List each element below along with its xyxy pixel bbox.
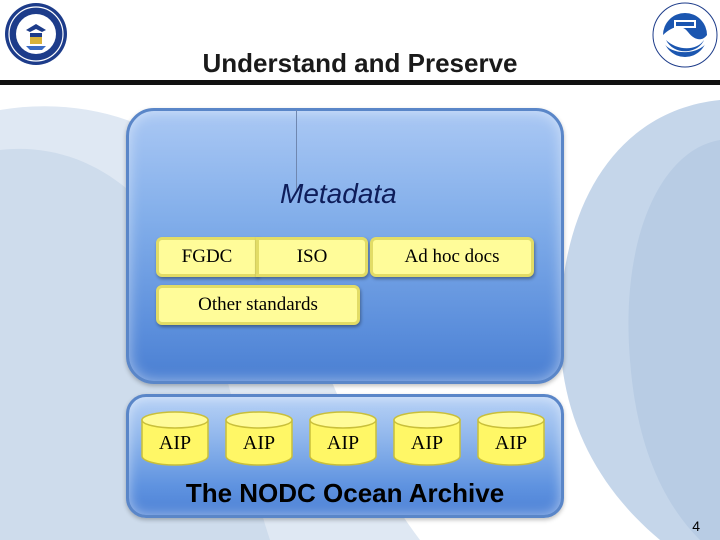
tag-fgdc: FGDC	[156, 237, 258, 277]
aip-cylinder-3: AIP	[308, 410, 378, 466]
aip-label: AIP	[242, 432, 276, 454]
tag-other-standards: Other standards	[156, 285, 360, 325]
cylinder-icon	[141, 411, 209, 466]
noaa-logo-icon	[652, 2, 718, 68]
aip-cylinder-5: AIP	[476, 410, 546, 466]
department-of-commerce-seal-icon	[5, 3, 67, 65]
page-title: Understand and Preserve	[202, 48, 518, 78]
metadata-label: Metadata	[280, 178, 397, 209]
cylinder-icon	[477, 411, 545, 466]
aip-label: AIP	[158, 432, 192, 454]
tag-ad-hoc-docs: Ad hoc docs	[370, 237, 534, 277]
cylinder-icon	[225, 411, 293, 466]
page-number: 4	[692, 518, 700, 534]
aip-cylinder-1: AIP	[140, 410, 210, 466]
aip-label: AIP	[326, 432, 360, 454]
aip-cylinder-4: AIP	[392, 410, 462, 466]
aip-cylinder-2: AIP	[224, 410, 294, 466]
cylinder-icon	[309, 411, 377, 466]
aip-label: AIP	[494, 432, 528, 454]
tag-iso: ISO	[256, 237, 368, 277]
panel-divider-line	[296, 110, 297, 190]
cylinder-icon	[393, 411, 461, 466]
archive-label: The NODC Ocean Archive	[185, 478, 505, 508]
header-divider	[0, 80, 720, 85]
aip-label: AIP	[410, 432, 444, 454]
